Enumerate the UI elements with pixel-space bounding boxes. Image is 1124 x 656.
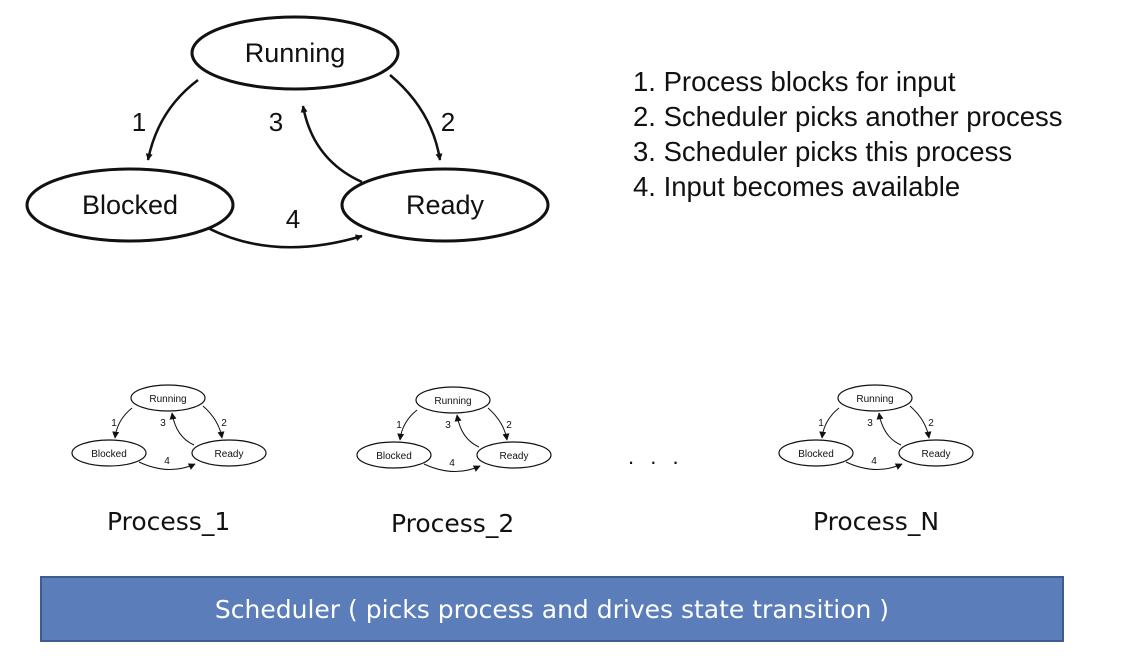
mini-blocked-label: Blocked xyxy=(376,451,412,462)
mini-transition-2-label: 2 xyxy=(221,418,227,429)
running-state-label: Running xyxy=(245,38,346,68)
mini-blocked-node xyxy=(778,439,854,467)
mini-transition-4-arrow xyxy=(138,461,196,470)
mini-transition-4-label: 4 xyxy=(164,456,170,467)
mini-transition-2-label: 2 xyxy=(506,420,512,431)
legend-item: 2. Scheduler picks another process xyxy=(633,101,1063,132)
transition-1-label: 1 xyxy=(132,107,146,137)
scheduler-label: Scheduler ( picks process and drives sta… xyxy=(214,594,890,624)
mini-transition-2-arrow xyxy=(202,405,225,439)
mini-running-label: Running xyxy=(434,396,471,407)
blocked-state-node xyxy=(25,167,235,243)
mini-transition-4-label: 4 xyxy=(449,458,455,469)
transition-3-label: 3 xyxy=(269,107,283,137)
blocked-state-label: Blocked xyxy=(82,190,178,220)
scheduler-bar: Scheduler ( picks process and drives sta… xyxy=(40,576,1064,642)
transition-4-arrow xyxy=(207,226,363,249)
mini-transition-3-label: 3 xyxy=(445,420,451,431)
mini-blocked-node xyxy=(71,439,147,467)
mini-transition-4-arrow xyxy=(845,461,903,470)
process-2-label: Process_2 xyxy=(391,509,515,538)
mini-ready-node xyxy=(476,441,552,469)
mini-transition-1-label: 1 xyxy=(111,418,117,429)
mini-transition-3-label: 3 xyxy=(160,418,166,429)
process-n-label: Process_N xyxy=(813,507,940,536)
mini-transition-1-label: 1 xyxy=(818,418,824,429)
mini-running-label: Running xyxy=(149,394,186,405)
transition-4-label: 4 xyxy=(286,204,300,234)
transition-2-arrow xyxy=(389,74,443,161)
legend-item: 3. Scheduler picks this process xyxy=(633,136,1013,167)
process-1-label: Process_1 xyxy=(107,507,231,536)
running-state-node xyxy=(190,15,400,91)
mini-ready-label: Ready xyxy=(500,451,529,462)
mini-running-label: Running xyxy=(856,394,893,405)
ready-state-label: Ready xyxy=(406,190,485,220)
mini-state-diagram-process-n: Running Blocked Ready 1 2 3 4 xyxy=(778,384,974,470)
mini-state-diagram-process-2: Running Blocked Ready 1 2 3 4 xyxy=(356,386,552,472)
mini-transition-1-arrow xyxy=(397,409,418,441)
main-state-diagram: Running Blocked Ready 1 2 3 4 xyxy=(25,15,550,249)
transition-1-arrow xyxy=(145,79,199,161)
legend-item: 1. Process blocks for input xyxy=(633,66,956,97)
ready-state-node xyxy=(340,167,550,243)
mini-transition-1-arrow xyxy=(112,407,133,439)
transition-2-label: 2 xyxy=(441,107,455,137)
mini-ready-node xyxy=(191,439,267,467)
legend-item: 4. Input becomes available xyxy=(633,171,961,202)
mini-running-node xyxy=(415,386,491,414)
mini-running-node xyxy=(130,384,206,412)
mini-transition-3-arrow xyxy=(169,412,195,446)
mini-transition-1-arrow xyxy=(819,407,840,439)
transition-legend: 1. Process blocks for input 2. Scheduler… xyxy=(633,64,1063,204)
mini-blocked-label: Blocked xyxy=(91,449,127,460)
mini-transition-4-arrow xyxy=(423,463,481,472)
mini-transition-4-label: 4 xyxy=(871,456,877,467)
mini-transition-2-arrow xyxy=(487,407,510,441)
mini-ready-node xyxy=(898,439,974,467)
mini-state-diagram-process-1: Running Blocked Ready 1 2 3 4 xyxy=(71,384,267,470)
mini-blocked-node xyxy=(356,441,432,469)
mini-ready-label: Ready xyxy=(922,449,951,460)
more-processes-ellipsis: . . . xyxy=(628,444,684,469)
mini-ready-label: Ready xyxy=(215,449,244,460)
mini-transition-2-arrow xyxy=(909,405,932,439)
mini-transition-3-label: 3 xyxy=(867,418,873,429)
mini-transition-1-label: 1 xyxy=(396,420,402,431)
mini-running-node xyxy=(837,384,913,412)
transition-3-arrow xyxy=(300,105,363,184)
mini-transition-3-arrow xyxy=(454,414,480,448)
mini-transition-3-arrow xyxy=(876,412,902,446)
mini-transition-2-label: 2 xyxy=(928,418,934,429)
mini-blocked-label: Blocked xyxy=(798,449,834,460)
